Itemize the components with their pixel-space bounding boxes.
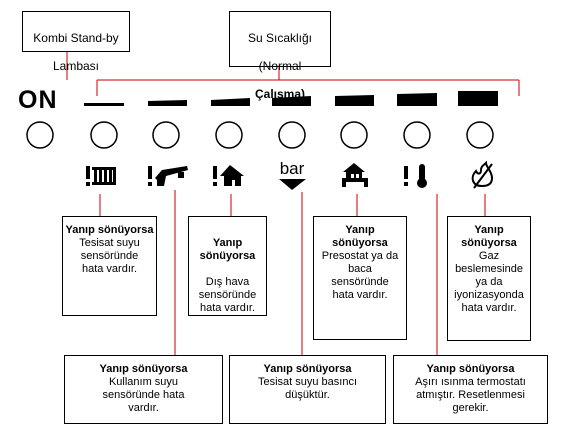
info-box-header: Yanıp sönüyorsa: [426, 363, 515, 375]
lamp-6: [403, 121, 431, 149]
info-box-body: Tesisat suyu basıncı düşüktür.: [257, 376, 358, 401]
info-box-outdoor-sensor: Yanıp sönüyorsa Dış hava sensöründe hata…: [188, 216, 267, 316]
bar-text: bar: [280, 159, 305, 178]
tap-fault-icon: [148, 166, 188, 186]
info-box-header: Yanıp sönüyorsa: [263, 363, 352, 375]
info-box-pressostat: Yanıp sönüyorsa Presostat ya da baca sen…: [313, 216, 407, 340]
connector-lines: [66, 51, 520, 355]
house-fault-icon: [213, 165, 244, 186]
indicator-lamps: [26, 121, 494, 149]
level-bar-2: [148, 100, 187, 106]
standby-label-line1: Kombi Stand-by: [33, 31, 119, 45]
level-bar-5: [335, 95, 374, 106]
info-box-header: Yanıp sönüyorsa: [199, 237, 256, 262]
info-box-body: Aşırı ısınma termostatı atmıştır. Resetl…: [415, 376, 526, 414]
level-bar-1: [84, 103, 124, 106]
info-box-low-pressure: Yanıp sönüyorsa Tesisat suyu basıncı düş…: [229, 355, 386, 424]
water-temp-line1: Su Sıcaklığı: [247, 31, 313, 45]
water-temp-line2: (Normal: [258, 59, 302, 73]
level-bar-7: [458, 91, 498, 106]
standby-label-line2: Lambası: [52, 59, 100, 73]
chimney-pressure-icon: [342, 163, 368, 187]
info-box-body: Tesisat suyu sensöründe hata vardır.: [79, 237, 140, 275]
info-box-header: Yanıp sönüyorsa: [65, 224, 154, 236]
info-box-body: Gaz beslemesinde ya da iyonizasyonda hat…: [454, 250, 524, 314]
info-box-dhw-sensor: Yanıp sönüyorsa Kullanım suyu sensöründe…: [64, 355, 223, 424]
lamp-7: [466, 121, 494, 149]
level-bar-6: [397, 93, 437, 106]
water-temp-line3: Çalışma): [254, 87, 306, 101]
thermometer-fault-icon: [404, 164, 427, 188]
on-label: ON: [18, 86, 58, 114]
bar-pressure-icon: bar: [279, 159, 306, 190]
standby-lamp-label-box: Kombi Stand-by Lambası: [22, 11, 130, 73]
info-box-header: Yanıp sönüyorsa: [99, 363, 188, 375]
water-temp-label-box: Su Sıcaklığı (Normal Çalışma): [229, 11, 331, 101]
info-box-heating-sensor: Yanıp sönüyorsa Tesisat suyu sensöründe …: [62, 216, 157, 316]
lamp-2: [152, 121, 180, 149]
info-box-body: Dış hava sensöründe hata vardır.: [198, 276, 257, 314]
info-box-gas: Yanıp sönüyorsa Gaz beslemesinde ya da i…: [447, 216, 531, 341]
level-bars: [84, 91, 498, 106]
lamp-4: [278, 121, 306, 149]
lamp-3: [215, 121, 243, 149]
info-box-body: Kullanım suyu sensöründe hata vardır.: [102, 376, 185, 414]
lamp-standby: [26, 121, 54, 149]
info-box-header: Yanıp sönüyorsa: [332, 224, 388, 249]
flame-off-icon: [471, 160, 494, 189]
lamp-1: [90, 121, 118, 149]
level-bar-3: [211, 98, 250, 106]
info-box-overheat: Yanıp sönüyorsa Aşırı ısınma termostatı …: [393, 355, 548, 424]
lamp-5: [340, 121, 368, 149]
radiator-fault-icon: [86, 166, 116, 186]
level-bar-4: [272, 96, 311, 106]
info-box-body: Presostat ya da baca sensöründe hata var…: [321, 250, 399, 301]
info-box-header: Yanıp sönüyorsa: [461, 224, 517, 249]
